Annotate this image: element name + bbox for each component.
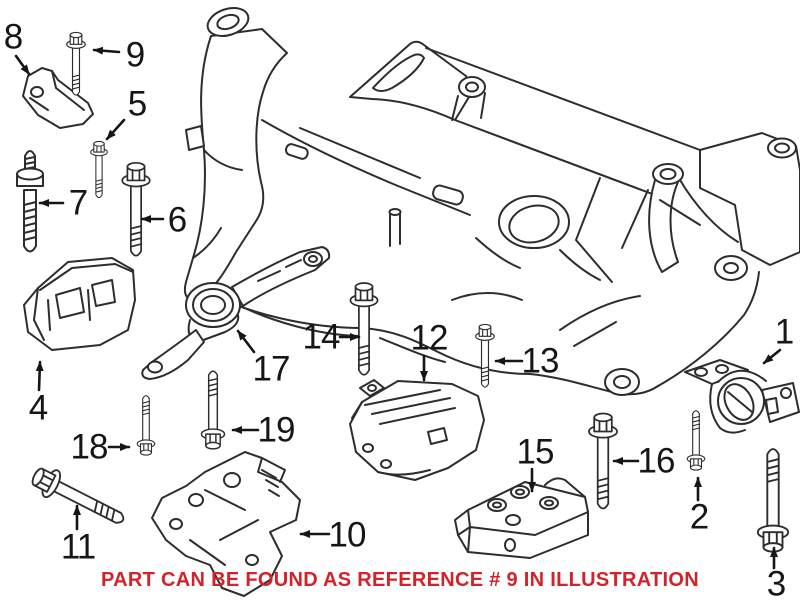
callout-11[interactable]: 11 xyxy=(60,527,96,567)
callout-13[interactable]: 13 xyxy=(521,341,560,381)
callout-7[interactable]: 7 xyxy=(68,183,88,223)
part-18-bolt-drawing xyxy=(136,395,156,456)
part-10-bracket-drawing xyxy=(151,451,301,597)
callout-17[interactable]: 17 xyxy=(252,349,291,389)
callout-10[interactable]: 10 xyxy=(328,515,367,555)
callout-15[interactable]: 15 xyxy=(516,432,555,472)
leader-arrows xyxy=(14,46,782,570)
part-5-bolt-drawing xyxy=(90,140,108,199)
callout-12[interactable]: 12 xyxy=(410,318,449,358)
reference-caption: PART CAN BE FOUND AS REFERENCE # 9 IN IL… xyxy=(101,569,699,591)
part-4-mount-drawing xyxy=(23,257,136,351)
part-7-stud-drawing xyxy=(16,148,44,253)
subframe-drawing xyxy=(184,7,800,396)
part-6-bolt-drawing xyxy=(121,161,151,257)
callout-1[interactable]: 1 xyxy=(774,312,794,352)
part-19-bolt-drawing xyxy=(200,370,226,450)
callout-5[interactable]: 5 xyxy=(127,84,147,124)
callout-18[interactable]: 18 xyxy=(70,427,109,467)
callout-16[interactable]: 16 xyxy=(637,441,676,481)
part-17-pendulum-drawing xyxy=(141,246,331,380)
callout-8[interactable]: 8 xyxy=(3,17,23,57)
part-15-bracket-drawing xyxy=(454,477,589,559)
callout-14[interactable]: 14 xyxy=(302,317,341,357)
callout-3[interactable]: 3 xyxy=(766,564,786,604)
callout-2[interactable]: 2 xyxy=(689,497,709,537)
callout-4[interactable]: 4 xyxy=(28,388,48,428)
callout-9[interactable]: 9 xyxy=(125,35,145,75)
part-2-bolt-drawing xyxy=(686,410,706,471)
part-11-bolt-drawing xyxy=(26,461,131,535)
part-8-bracket-drawing xyxy=(22,67,94,129)
callout-19[interactable]: 19 xyxy=(257,410,296,450)
part-12-mount-drawing xyxy=(349,379,485,481)
part-3-bolt-drawing xyxy=(756,448,790,553)
callout-6[interactable]: 6 xyxy=(167,200,187,240)
part-13-bolt-drawing xyxy=(475,323,495,388)
part-1-mount-drawing xyxy=(684,359,800,434)
part-9-bolt-drawing xyxy=(66,31,86,96)
